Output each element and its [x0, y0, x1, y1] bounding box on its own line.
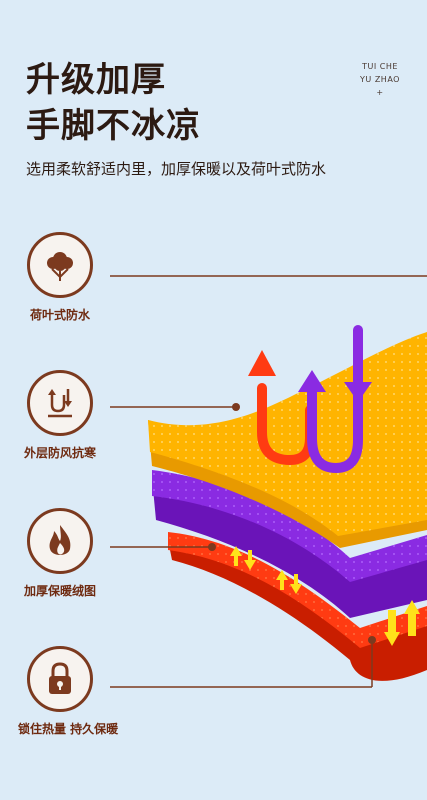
flame-icon [27, 508, 93, 574]
feature-label: 锁住热量 持久保暖 [18, 722, 119, 736]
feature-label: 加厚保暖绒图 [23, 584, 96, 598]
feature-label: 外层防风抗寒 [23, 446, 96, 460]
brand-line-1: TUI CHE [362, 62, 398, 71]
brand-plus: + [376, 88, 384, 97]
feature-thick-warm: 加厚保暖绒图 [18, 508, 102, 599]
leader-lines [110, 275, 427, 688]
heat-arrows-icon [230, 546, 420, 646]
feature-label: 荷叶式防水 [29, 308, 90, 322]
feature-waterproof: 荷叶式防水 [18, 232, 102, 323]
headline-line-1: 升级加厚 [26, 60, 166, 100]
brand-mark: TUI CHE YU ZHAO + [355, 60, 405, 99]
purple-u-arrow-icon [298, 325, 372, 474]
purple-middle-layer [152, 470, 427, 618]
u-arrows-icon [27, 370, 93, 436]
padlock-icon [27, 646, 93, 712]
subtitle: 选用柔软舒适内里，加厚保暖以及荷叶式防水 [26, 160, 327, 178]
feature-lock-heat: 锁住热量 持久保暖 [18, 646, 119, 737]
cotton-plant-icon [27, 232, 93, 298]
brand-line-2: YU ZHAO [360, 75, 400, 84]
feature-windproof: 外层防风抗寒 [18, 370, 102, 461]
headline-line-2: 手脚不冰凉 [26, 106, 201, 146]
leader-dots [208, 403, 376, 644]
